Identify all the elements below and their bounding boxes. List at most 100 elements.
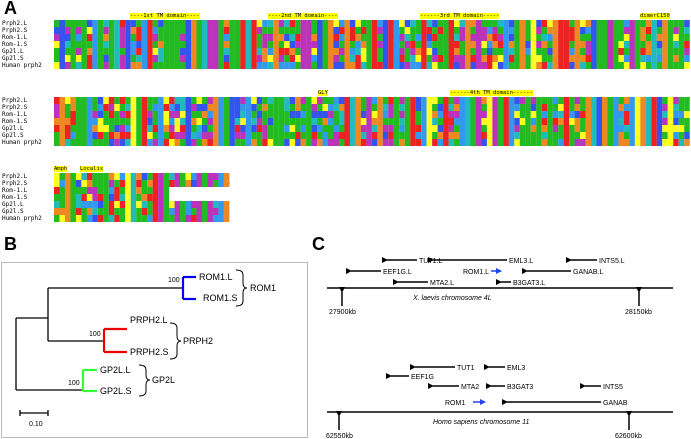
alignment-cell: [678, 62, 685, 69]
alignment-cell: [322, 55, 329, 62]
alignment-cell: [196, 41, 203, 48]
alignment-cell: [86, 132, 93, 139]
alignment-cell: [563, 41, 570, 48]
alignment-cell: [86, 201, 93, 208]
alignment-cell: [223, 139, 230, 146]
alignment-cell: [475, 125, 482, 132]
alignment-cell: [481, 55, 487, 62]
alignment-cell: [125, 180, 131, 187]
alignment-cell: [262, 97, 268, 104]
alignment-cell: [454, 55, 460, 62]
alignment-cell: [333, 111, 340, 118]
alignment-cell: [426, 41, 433, 48]
alignment-cell: [563, 97, 570, 104]
alignment-cell: [355, 104, 361, 111]
alignment-cell: [525, 132, 531, 139]
gene-label-tut1: TUT1: [457, 365, 475, 372]
alignment-cell: [267, 27, 274, 34]
alignment-cell: [360, 111, 367, 118]
alignment-cell: [388, 125, 394, 132]
alignment-cell: [328, 62, 334, 69]
alignment-cell: [508, 34, 515, 41]
alignment-cell: [70, 187, 76, 194]
alignment-cell: [673, 34, 679, 41]
alignment-cell: [541, 118, 548, 125]
alignment-cell: [125, 104, 131, 111]
alignment-cell: [311, 41, 318, 48]
alignment-cell: [317, 104, 323, 111]
alignment-cell: [240, 139, 246, 146]
alignment-cell: [536, 118, 542, 125]
alignment-cell: [185, 208, 192, 215]
alignment-cell: [574, 20, 581, 27]
alignment-cell: [180, 118, 186, 125]
alignment-cell: [651, 97, 657, 104]
alignment-cell: [169, 118, 175, 125]
alignment-cell: [212, 118, 219, 125]
alignment-cell: [399, 55, 405, 62]
alignment-cell: [306, 139, 312, 146]
alignment-cell: [207, 208, 213, 215]
alignment-cell: [684, 125, 690, 132]
alignment-cell: [459, 132, 466, 139]
alignment-cell: [503, 27, 509, 34]
alignment-cell: [103, 48, 109, 55]
panel-c-letter: C: [312, 234, 325, 254]
alignment-cell: [64, 187, 71, 194]
alignment-cell: [317, 118, 323, 125]
alignment-cell: [278, 20, 285, 27]
alignment-cell: [234, 48, 241, 55]
alignment-cell: [97, 180, 104, 187]
alignment-cell: [289, 118, 296, 125]
alignment-cell: [185, 111, 192, 118]
alignment-cell: [108, 125, 115, 132]
alignment-cell: [267, 139, 274, 146]
alignment-cell: [278, 139, 285, 146]
alignment-cell: [86, 41, 93, 48]
alignment-cell: [530, 125, 537, 132]
alignment-cell: [86, 180, 93, 187]
alignment-cell: [503, 132, 509, 139]
alignment-cell: [667, 41, 674, 48]
alignment-cell: [251, 132, 257, 139]
alignment-cell: [371, 139, 378, 146]
alignment-cell: [558, 48, 564, 55]
alignment-cell: [70, 27, 76, 34]
alignment-cell: [684, 111, 690, 118]
alignment-cell: [366, 132, 372, 139]
alignment-cell: [218, 208, 224, 215]
alignment-cell: [278, 132, 285, 139]
alignment-cell: [81, 97, 87, 104]
alignment-cell: [410, 48, 416, 55]
alignment-cell: [333, 41, 340, 48]
alignment-cell: [278, 104, 285, 111]
alignment-cell: [426, 97, 433, 104]
alignment-cell: [333, 125, 340, 132]
alignment-cell: [574, 97, 581, 104]
alignment-cell: [284, 104, 290, 111]
alignment-cell: [256, 62, 263, 69]
alignment-cell: [492, 118, 498, 125]
alignment-cell: [382, 125, 389, 132]
alignment-cell: [223, 104, 230, 111]
alignment-cell: [103, 215, 109, 222]
alignment-cell: [470, 34, 477, 41]
alignment-cell: [569, 34, 575, 41]
alignment-cell: [273, 48, 279, 55]
alignment-cell: [262, 27, 268, 34]
alignment-cell: [234, 62, 241, 69]
alignment-cell: [59, 111, 66, 118]
alignment-cell: [81, 215, 87, 222]
alignment-grid-1: [54, 20, 690, 69]
alignment-cell: [580, 132, 586, 139]
alignment-cell: [382, 104, 389, 111]
alignment-cell: [306, 20, 312, 27]
alignment-cell: [678, 125, 685, 132]
alignment-cell: [547, 104, 553, 111]
alignment-cell: [169, 139, 175, 146]
alignment-cell: [602, 132, 608, 139]
alignment-cell: [119, 111, 126, 118]
alignment-cell: [108, 104, 115, 111]
alignment-cell: [465, 34, 471, 41]
alignment-cell: [465, 48, 471, 55]
